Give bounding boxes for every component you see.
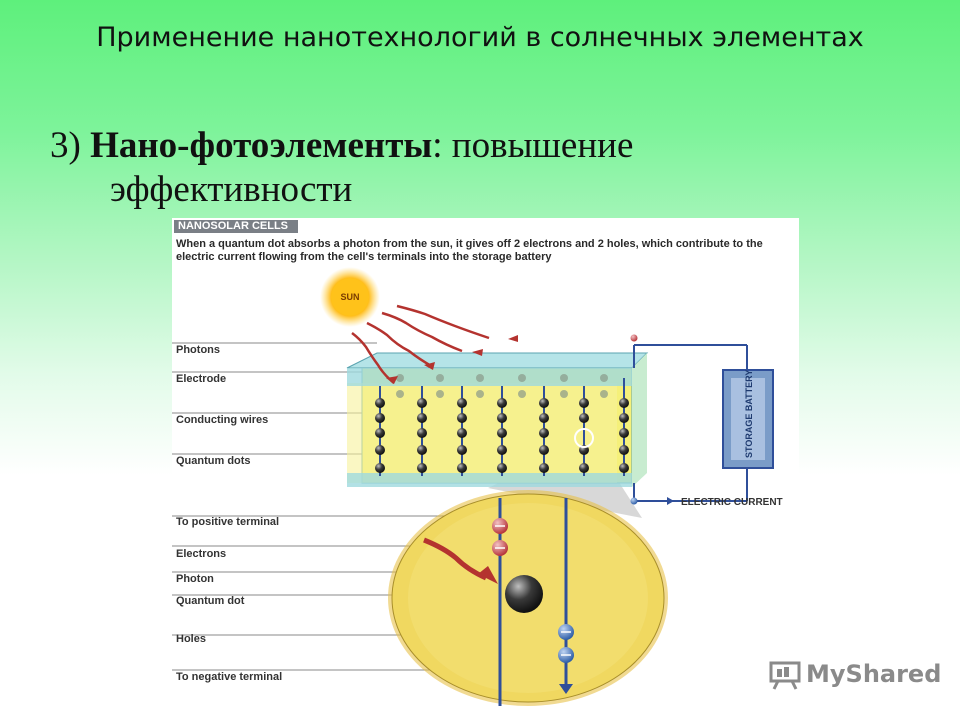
label-holes: Holes [176, 633, 206, 645]
sun-icon [320, 267, 380, 327]
subtitle-number: 3) [50, 125, 81, 166]
label-conducting-wires: Conducting wires [176, 414, 269, 426]
current-label: ELECTRIC CURRENT [681, 497, 783, 508]
subtitle-rest: : повышение эффективности [110, 125, 634, 210]
label-electrode: Electrode [176, 373, 227, 385]
storage-battery [722, 369, 774, 469]
photon-arrows [351, 304, 490, 384]
nanosolar-figure: NANOSOLAR CELLS When a quantum dot absor… [172, 218, 799, 706]
subtitle-bold: Нано-фотоэлементы [90, 125, 433, 166]
watermark-text: MyShared [806, 660, 942, 688]
photon-arrowheads [386, 335, 518, 384]
label-to-negative-terminal: To negative terminal [176, 671, 283, 683]
label-photons: Photons [176, 344, 220, 356]
presentation-board-icon [769, 661, 801, 690]
label-electrons: Electrons [176, 548, 227, 560]
label-to-positive-terminal: To positive terminal [176, 516, 280, 528]
figure-heading: NANOSOLAR CELLS [174, 220, 298, 233]
slide-title: Применение нанотехнологий в солнечных эл… [96, 22, 864, 53]
label-quantum-dots: Quantum dots [176, 455, 251, 467]
quantum-dots-grid [375, 374, 629, 473]
slide-subtitle: 3) Нано-фотоэлементы: повышение эффектив… [50, 124, 870, 212]
sun-label: SUN [340, 292, 359, 302]
label-quantum-dot: Quantum dot [176, 595, 245, 607]
label-photon: Photon [176, 573, 214, 585]
battery-label: STORAGE BATTERY [744, 370, 754, 458]
figure-illustration: SUN STORAGE BATTERY ELECTRIC CURRENT [172, 267, 783, 706]
zoom-disc [388, 490, 668, 706]
negative-terminal-icon [630, 497, 638, 505]
watermark: MyShared [768, 658, 942, 692]
positive-terminal-icon [630, 334, 638, 342]
solar-cell [346, 352, 649, 487]
electric-current-arrow [642, 497, 674, 505]
figure-caption: When a quantum dot absorbs a photon from… [176, 238, 763, 263]
